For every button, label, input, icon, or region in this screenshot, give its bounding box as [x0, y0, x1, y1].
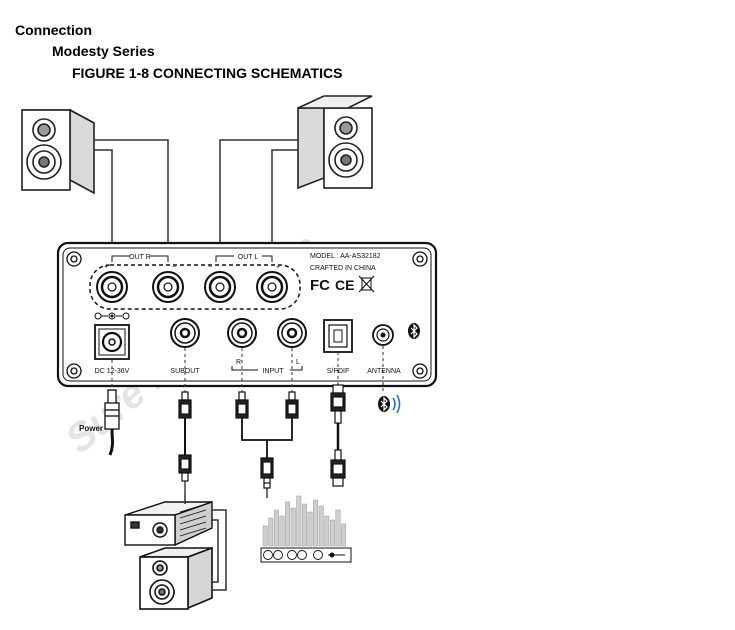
- optical-cable: [330, 384, 346, 487]
- subout-rca-jack[interactable]: [170, 318, 200, 348]
- spectrum-bar: [290, 507, 296, 547]
- bluetooth-wireless-icon: [378, 394, 401, 414]
- speaker-wires: [94, 139, 298, 270]
- binding-post-r-minus[interactable]: [152, 271, 184, 303]
- spectrum-bar: [318, 505, 324, 547]
- out-l-label: OUT L: [238, 254, 259, 261]
- input-r-rca-jack[interactable]: [227, 318, 257, 348]
- fc-mark: FC: [310, 277, 330, 294]
- spectrum-bar: [273, 509, 279, 547]
- spectrum-bar: [313, 499, 319, 547]
- sub-wires: [184, 492, 227, 591]
- model-label: MODEL : AA-AS32182: [310, 253, 381, 260]
- antenna-label: ANTENNA: [367, 368, 401, 375]
- spectrum-bar: [262, 525, 268, 547]
- speaker-left-icon: [21, 108, 95, 195]
- power-label: Power: [79, 424, 103, 433]
- crafted-label: CRAFTED IN CHINA: [310, 265, 376, 272]
- ce-mark: CE: [335, 277, 354, 293]
- subwoofer-amplifier-icon: [124, 501, 213, 547]
- aux-3.5mm-plug: [260, 457, 274, 498]
- input-l-rca-plug: [285, 391, 299, 419]
- input-l-rca-jack[interactable]: [277, 318, 307, 348]
- y-splitter-cable: [241, 418, 293, 458]
- subout-label: SUBOUT: [170, 368, 200, 375]
- guide-lines: [111, 346, 384, 392]
- input-r-label: R: [236, 359, 241, 366]
- out-r-label: OUT R: [129, 254, 151, 261]
- spectrum-bar: [279, 515, 285, 547]
- spectrum-bar: [307, 511, 313, 547]
- svg-text:+: +: [276, 264, 280, 271]
- spectrum-bar: [335, 509, 341, 547]
- spectrum-bar: [324, 515, 330, 547]
- spectrum-bar: [341, 523, 347, 547]
- svg-text:+: +: [104, 264, 108, 271]
- input-label: INPUT: [263, 368, 285, 375]
- subout-rca-plug: [178, 391, 192, 492]
- input-r-rca-plug: [235, 391, 249, 419]
- binding-post-r-plus[interactable]: [96, 271, 128, 303]
- dc-polarity-icon: [94, 312, 130, 320]
- svg-text:−: −: [208, 264, 212, 271]
- spectrum-bar: [268, 517, 274, 547]
- binding-post-l-plus[interactable]: [256, 271, 288, 303]
- power-plug-icon: [104, 389, 120, 456]
- binding-post-l-minus[interactable]: [204, 271, 236, 303]
- spectrum-bar: [296, 495, 302, 547]
- series-heading: Modesty Series: [52, 43, 155, 59]
- dc-power-jack[interactable]: [94, 324, 130, 360]
- dc-label: DC 12-36V: [95, 368, 130, 375]
- spdif-optical-jack[interactable]: [323, 319, 353, 353]
- audio-player-icon: [260, 495, 352, 563]
- section-heading: Connection: [15, 22, 92, 38]
- input-l-label: L: [296, 359, 300, 366]
- antenna-connector[interactable]: [372, 324, 394, 346]
- spectrum-bar: [301, 503, 307, 547]
- spectrum-bar: [329, 519, 335, 547]
- svg-text:−: −: [172, 264, 176, 271]
- amplifier-rear-panel: OUT R OUT L + − − + MODEL : AA-AS32182 C…: [56, 241, 438, 388]
- subwoofer-speaker-icon: [139, 546, 213, 610]
- figure-title: FIGURE 1-8 CONNECTING SCHEMATICS: [72, 65, 343, 81]
- weee-bin-icon: [358, 275, 375, 293]
- spectrum-bar: [285, 501, 291, 547]
- bluetooth-icon: [408, 323, 420, 339]
- speaker-right-icon: [297, 95, 373, 190]
